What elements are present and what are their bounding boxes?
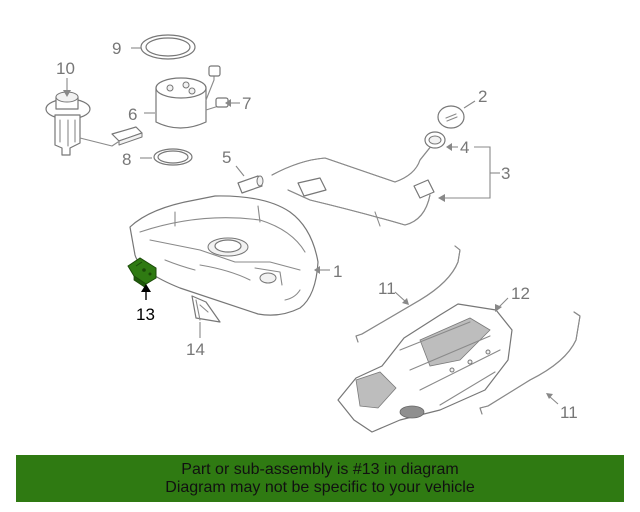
banner-line-1: Part or sub-assembly is #13 in diagram xyxy=(181,460,459,478)
leader-11b xyxy=(548,395,559,405)
callout-7[interactable]: 7 xyxy=(242,94,251,113)
callout-14[interactable]: 14 xyxy=(186,340,205,359)
banner-line-2: Diagram may not be specific to your vehi… xyxy=(165,478,475,496)
leader-11a xyxy=(394,291,407,303)
part-4-filler-neck[interactable] xyxy=(424,131,446,149)
info-banner: Part or sub-assembly is #13 in diagram D… xyxy=(16,455,624,502)
callout-5[interactable]: 5 xyxy=(222,148,231,167)
callout-6[interactable]: 6 xyxy=(128,105,137,124)
parts-diagram: 9 10 6 7 8 xyxy=(45,34,581,433)
callout-2[interactable]: 2 xyxy=(478,87,487,106)
part-13-bracket[interactable] xyxy=(127,257,157,289)
leader-5 xyxy=(235,165,245,177)
part-9-gasket[interactable] xyxy=(140,34,196,60)
callout-9[interactable]: 9 xyxy=(112,39,121,58)
part-5-hose[interactable] xyxy=(237,175,264,194)
callout-1[interactable]: 1 xyxy=(333,262,342,281)
part-1-fuel-tank[interactable] xyxy=(129,195,319,316)
part-6-pump-module[interactable] xyxy=(155,65,229,129)
callout-13[interactable]: 13 xyxy=(136,305,155,324)
part-14-clip[interactable] xyxy=(191,295,221,323)
part-8-gasket[interactable] xyxy=(153,148,193,166)
callout-11a[interactable]: 11 xyxy=(378,279,396,298)
callout-4[interactable]: 4 xyxy=(460,138,469,157)
part-11-strap-right[interactable] xyxy=(479,311,581,415)
callout-3[interactable]: 3 xyxy=(501,164,510,183)
callout-12[interactable]: 12 xyxy=(511,284,530,303)
part-2-fuel-cap[interactable] xyxy=(437,105,465,129)
callout-8[interactable]: 8 xyxy=(122,150,131,169)
part-12-heat-shield[interactable] xyxy=(337,303,513,433)
part-11-strap-left[interactable] xyxy=(355,245,461,343)
leader-2 xyxy=(463,100,476,109)
part-3-filler-pipe[interactable] xyxy=(271,144,435,227)
callout-10[interactable]: 10 xyxy=(56,59,75,78)
callout-11b[interactable]: 11 xyxy=(560,403,578,422)
